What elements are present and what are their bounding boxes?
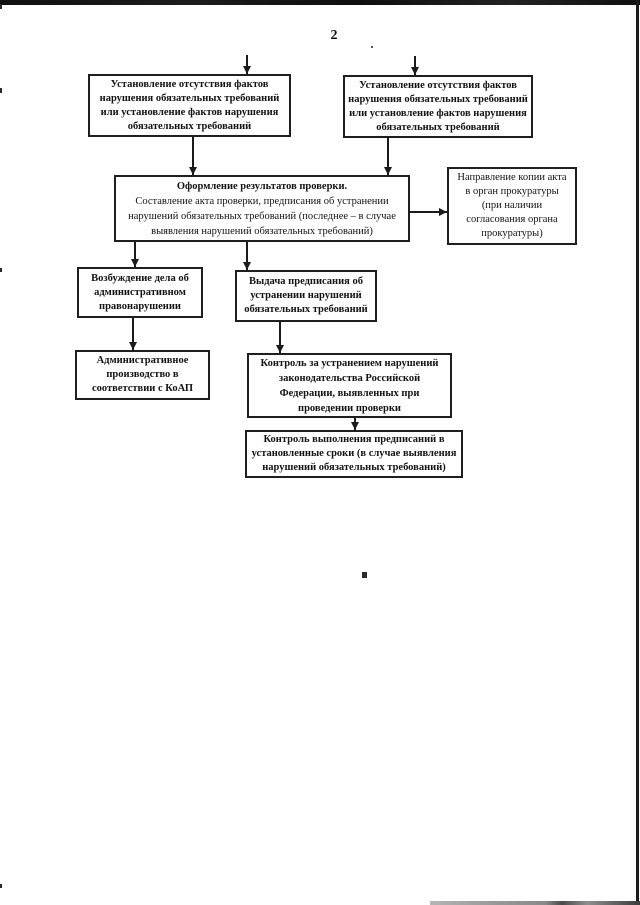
results-title: Оформление результатов проверки. [176,180,348,192]
arrow-establish-right-to-results [387,138,389,175]
results-body: Составление акта проверки, предписания о… [128,195,396,237]
flow-box-establish-facts-left: Установление отсутствия фактов нарушения… [88,74,291,137]
scan-artifact-speck [0,884,2,888]
scan-artifact-speck [0,88,2,93]
scan-artifact-top-bar [0,0,640,5]
flow-box-results-registration: Оформление результатов проверки. Составл… [114,175,410,242]
scan-artifact-right-edge-line [636,0,639,905]
flow-box-issue-order: Выдача предписания об устранении нарушен… [235,270,377,322]
arrow-case-to-admin-proceedings [132,318,134,350]
page-number: 2 [330,28,338,43]
arrow-into-establish-left [246,55,248,74]
arrow-into-establish-right [414,56,416,75]
flow-box-prosecutor-copy: Направление копии акта в орган прокурату… [447,167,577,245]
flow-box-control-elimination: Контроль за устранением нарушений законо… [247,353,452,418]
flow-box-admin-proceedings: Административное производство в соответс… [75,350,210,400]
scan-artifact-bottom-bar [430,901,640,905]
scan-artifact-speck [0,4,2,9]
flow-box-control-compliance: Контроль выполнения предписаний в устано… [245,430,463,478]
arrow-results-to-order [246,242,248,270]
flow-box-establish-facts-right: Установление отсутствия фактов нарушения… [343,75,533,138]
arrow-establish-left-to-results [192,137,194,175]
flow-box-administrative-case: Возбуждение дела об административном пра… [77,267,203,318]
arrow-control-to-verify [354,418,356,430]
scan-artifact-speck [362,572,367,578]
arrow-order-to-control [279,322,281,353]
scan-artifact-speck [0,268,2,272]
scan-artifact-speck [371,46,373,48]
arrow-results-to-prosecutor [410,211,447,213]
arrow-results-to-case [134,242,136,267]
